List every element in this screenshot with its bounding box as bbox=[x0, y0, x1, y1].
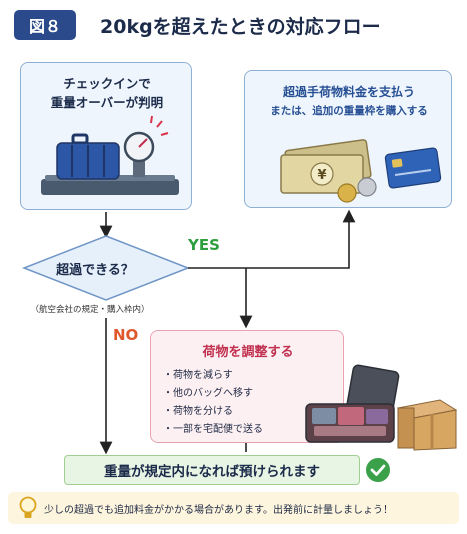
bill-symbol: ¥ bbox=[317, 168, 326, 183]
adjust-title: 荷物を調整する bbox=[202, 345, 294, 360]
adjust-item: 一部を宅配便で送る bbox=[163, 421, 263, 439]
suitcase-icon bbox=[56, 133, 120, 180]
pay-box: 超過手荷物料金を支払う または、追加の重量枠を購入する ¥ bbox=[244, 70, 452, 208]
decision-question: 超過できる？ bbox=[56, 263, 134, 278]
result-box: 重量が規定内になれば預けられます bbox=[64, 455, 360, 485]
tip-banner: 少しの超過でも追加料金がかかる場合があります。出発前に計量しましょう！ bbox=[8, 492, 459, 524]
checkin-box: チェックインで 重量オーバーが判明 bbox=[20, 62, 192, 210]
adjust-item: 荷物を分ける bbox=[163, 403, 263, 421]
adjust-list: 荷物を減らす 他のバッグへ移す 荷物を分ける 一部を宅配便で送る bbox=[163, 367, 263, 439]
page-title: 20kgを超えたときの対応フロー bbox=[100, 15, 381, 38]
pay-line-2: または、追加の重量枠を購入する bbox=[270, 105, 428, 117]
no-label: NO bbox=[113, 326, 139, 344]
decision-note: （航空会社の規定・購入枠内） bbox=[30, 305, 150, 315]
figure-badge: 図８ bbox=[14, 10, 76, 40]
adjust-item: 他のバッグへ移す bbox=[163, 385, 263, 403]
pay-line-1: 超過手荷物料金を支払う bbox=[282, 85, 415, 99]
pay-illustration: ¥ bbox=[280, 139, 442, 203]
credit-card-icon bbox=[384, 147, 442, 189]
banknote-icon: ¥ bbox=[280, 139, 372, 194]
tip-text: 少しの超過でも追加料金がかかる場合があります。出発前に計量しましょう！ bbox=[44, 504, 393, 516]
checkin-illustration bbox=[41, 115, 179, 195]
checkin-line-2: 重量オーバーが判明 bbox=[50, 95, 164, 110]
decision-diamond bbox=[21, 235, 191, 301]
arrow-yes-to-pay bbox=[188, 209, 356, 269]
lightbulb-icon bbox=[19, 496, 37, 518]
adjust-item: 荷物を減らす bbox=[163, 367, 263, 385]
yes-label: YES bbox=[188, 236, 220, 254]
checkmark-icon bbox=[366, 458, 390, 482]
checkin-line-1: チェックインで bbox=[63, 76, 151, 91]
adjust-box: 荷物を調整する 荷物を減らす 他のバッグへ移す 荷物を分ける 一部を宅配便で送る bbox=[150, 330, 344, 443]
coin-icon bbox=[337, 177, 377, 203]
